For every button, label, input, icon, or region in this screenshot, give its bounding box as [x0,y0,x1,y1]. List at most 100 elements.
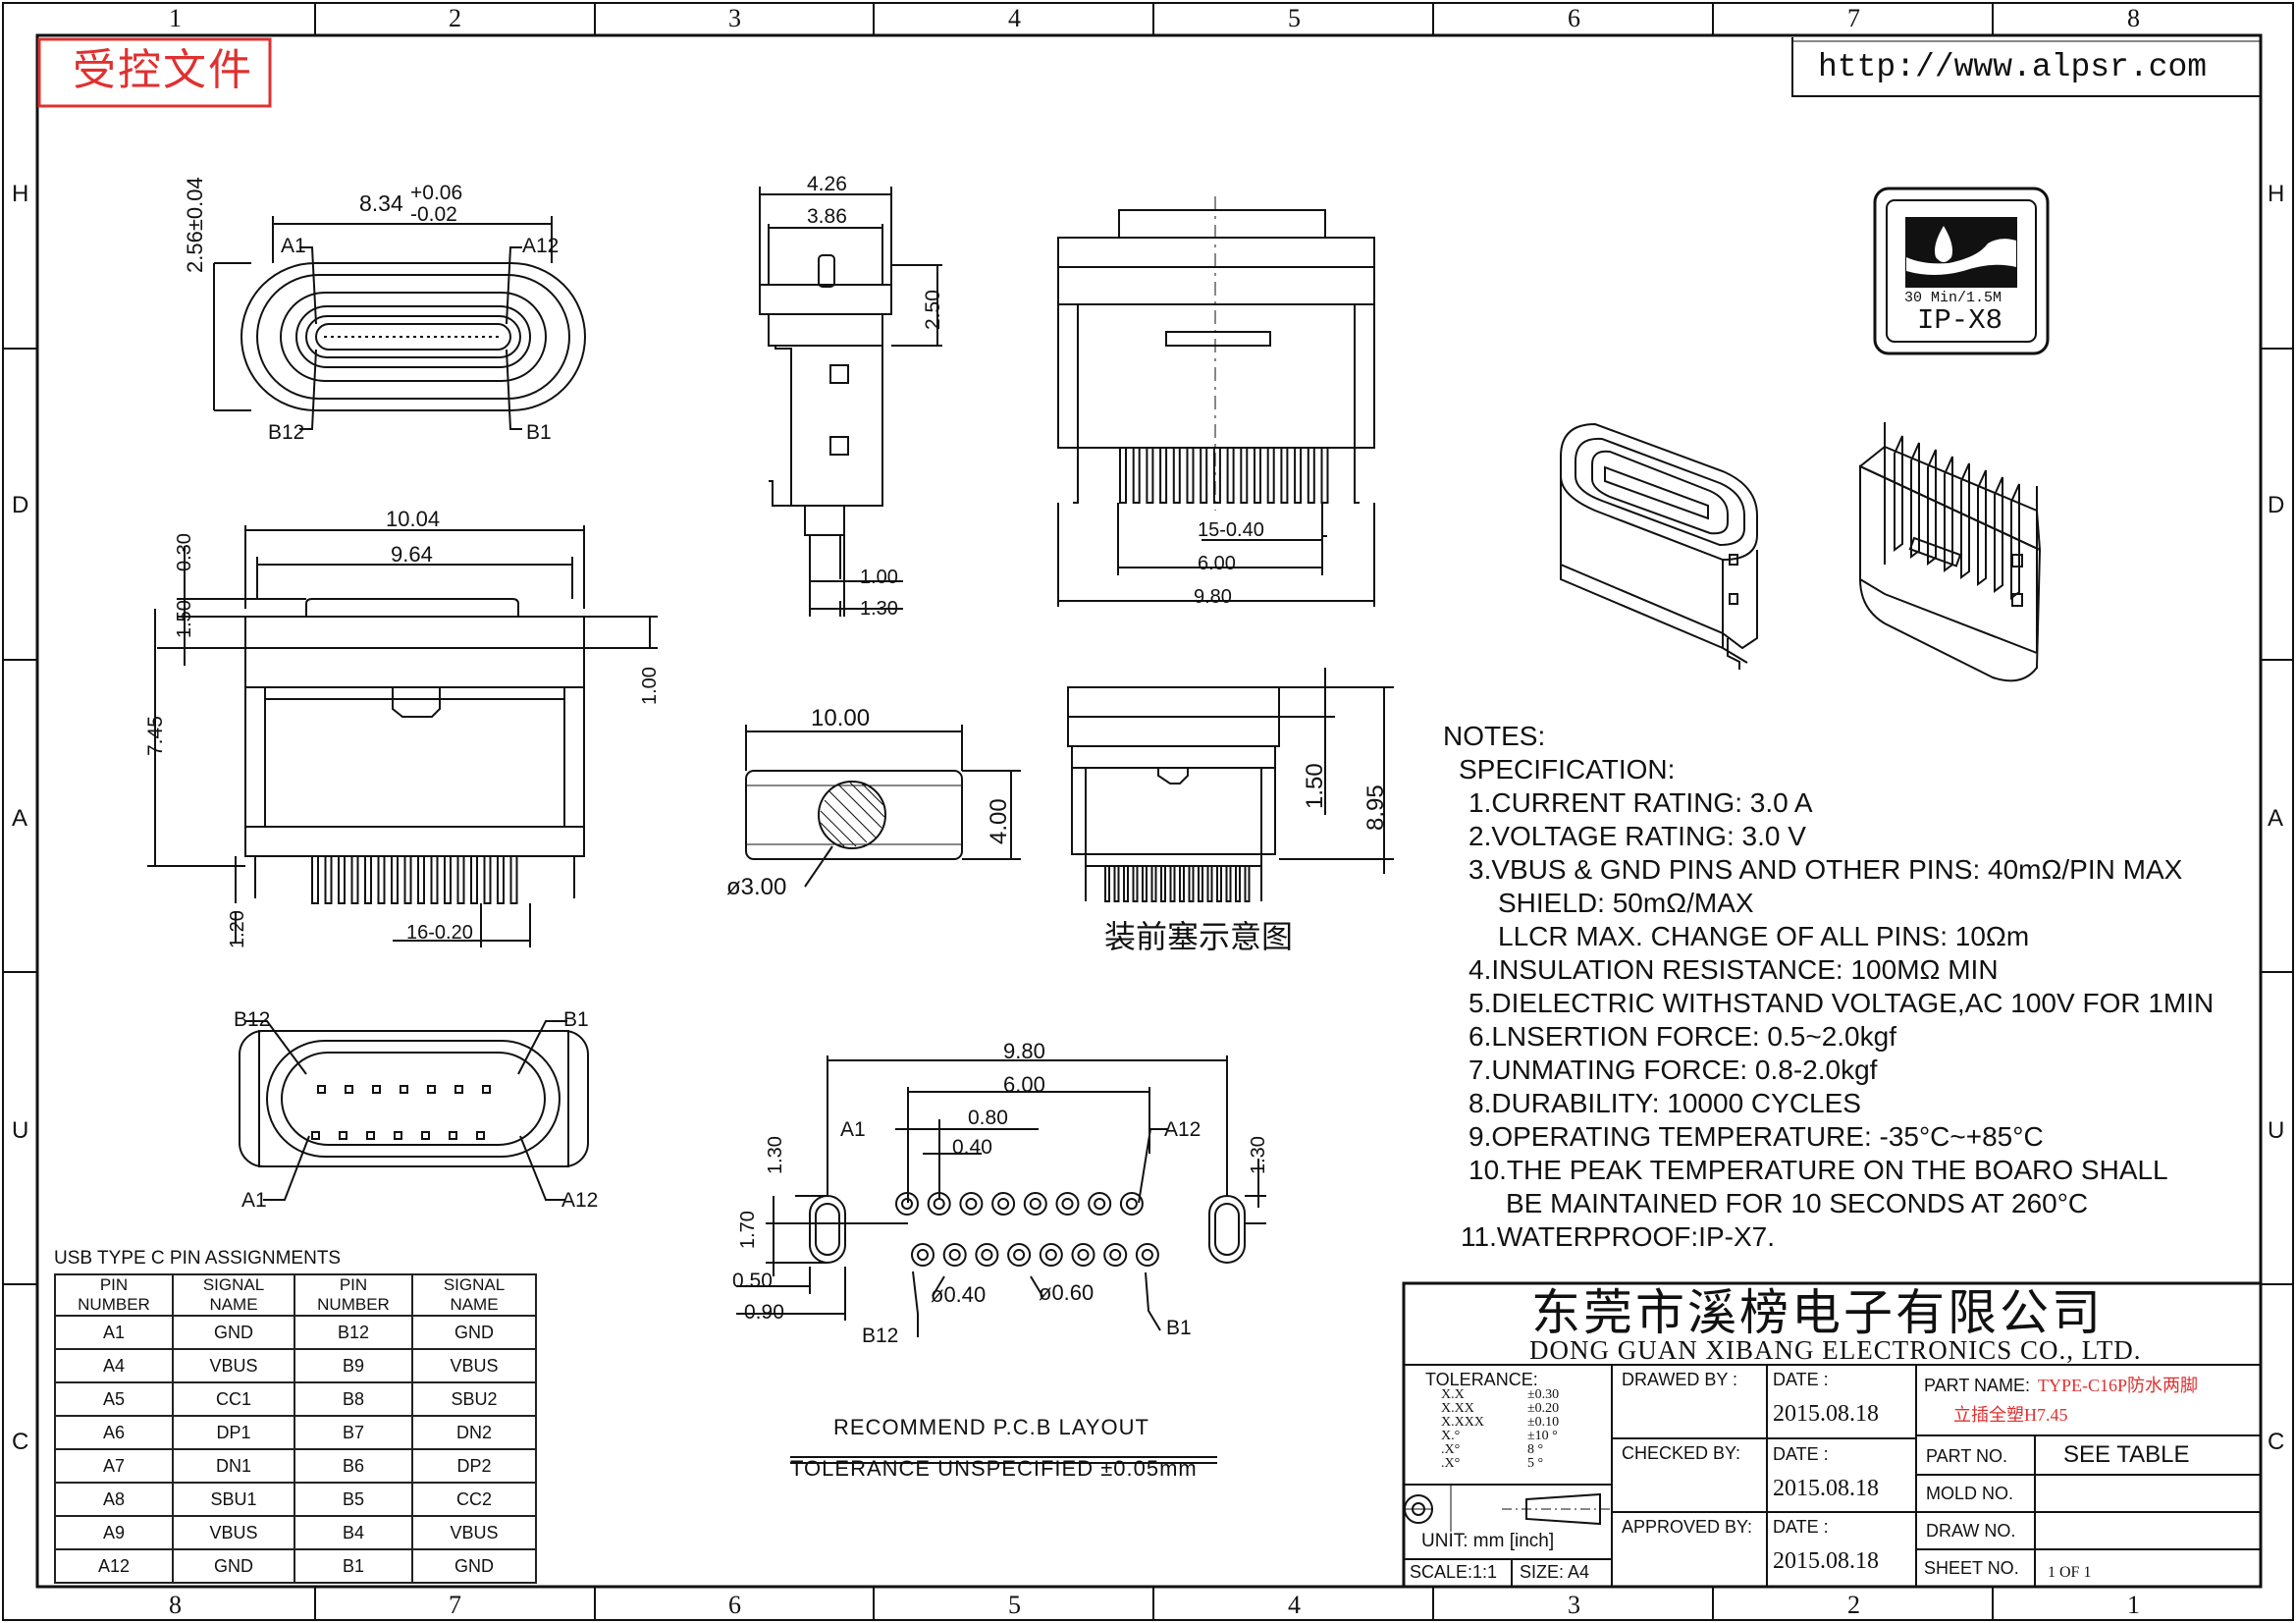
pin-label: B12 [862,1325,899,1347]
dim-label: 1.30 [765,1136,786,1174]
dim-label: 4.26 [807,173,847,195]
tolerance-key: X.° [1441,1429,1461,1443]
pin [1280,447,1289,504]
plug-view [745,725,1021,888]
dim-label: 8.34 [359,190,403,216]
pin-contact [400,1085,408,1094]
bottom-pins [311,1085,491,1140]
row-label-left: U [12,1117,29,1144]
inner-frame [35,33,2263,1589]
col-label-top: 4 [1008,4,1021,32]
table-cell: DP2 [411,1448,537,1484]
pin [430,855,439,904]
pin [1172,447,1181,504]
website-url[interactable]: http://www.alpsr.com [1818,49,2208,85]
pcb-drill [1061,1198,1074,1210]
table-cell: A5 [54,1381,174,1417]
pcb-drill [1141,1249,1153,1261]
note-line: 4.INSULATION RESISTANCE: 100MΩ MIN [1468,954,1999,985]
note-line: 2.VOLTAGE RATING: 3.0 V [1468,821,1806,851]
pin [377,855,386,904]
col-label-top: 2 [449,4,461,32]
pcb-drill [1013,1249,1026,1261]
col-label-bottom: 4 [1288,1591,1301,1619]
back-view [1057,196,1375,607]
bottom-view [239,1020,589,1201]
pin [1254,447,1261,504]
pin [1894,435,1903,552]
table-cell: A1 [54,1315,174,1350]
dim-label: ø0.60 [1039,1280,1095,1305]
table-cell: B4 [294,1515,413,1550]
notes-title: NOTES: [1443,721,1546,751]
col-label-bottom: 7 [449,1591,461,1619]
pcb-pad [1135,1243,1159,1267]
pin [324,855,333,904]
note-line: LLCR MAX. CHANGE OF ALL PINS: 10Ωm [1498,921,2030,951]
col-label-bottom: 5 [1008,1591,1021,1619]
pin-label: A12 [1164,1118,1201,1141]
tolerance-key: X.XX [1441,1401,1474,1416]
pin [470,855,478,904]
pin-label: A1 [241,1189,267,1212]
row-label-left: H [12,181,29,207]
inserted-view [1067,668,1394,902]
pin [1244,865,1251,902]
pin-label: B1 [1166,1317,1192,1339]
pcb-layout [736,1055,1266,1464]
pcb-pad [975,1243,999,1267]
tolerance-value: ±0.30 [1527,1387,1560,1402]
pin-contact [449,1131,457,1140]
mold-no-label: MOLD NO. [1926,1484,2014,1503]
pcb-drill [1077,1249,1090,1261]
pin [1179,865,1185,902]
table-cell: A6 [54,1415,174,1450]
pin [1159,447,1168,504]
pcb-pads [895,1192,1159,1267]
dim-label: 7.45 [144,716,167,756]
table-cell: DP1 [172,1415,295,1450]
note-line: 5.DIELECTRIC WITHSTAND VOLTAGE,AC 100V F… [1468,988,2215,1018]
pcb-drill [981,1249,993,1261]
col-label-top: 3 [728,4,741,32]
pcb-pad [1103,1243,1128,1267]
tolerance-key: X.XXX [1441,1415,1484,1430]
table-cell: SBU2 [411,1381,537,1417]
row-label-right: A [2268,805,2284,832]
pin [1927,449,1937,566]
checked-by-label: CHECKED BY: [1622,1443,1741,1463]
row-label-left: D [12,492,29,518]
pin [444,855,452,904]
company-name-en: DONG GUAN XIBANG ELECTRONICS CO., LTD. [1529,1335,2142,1365]
ip-badge-depth: 30 Min/1.5M [1904,290,2002,306]
part-name-value-line2: 立插全塑H7.45 [1953,1405,2068,1425]
pin [1146,447,1154,504]
dim-label: 1.70 [737,1211,759,1249]
pin [1944,456,1953,572]
pin [483,855,492,904]
pin-label: A12 [561,1189,599,1212]
date-label: DATE : [1773,1444,1829,1464]
table-cell: VBUS [411,1348,537,1383]
tolerance-key: .X° [1441,1442,1461,1457]
pin-contact [476,1131,485,1140]
table-header-row: PIN NUMBER SIGNAL NAME PIN NUMBER SIGNAL… [54,1273,537,1317]
dim-label: 2.56±0.04 [183,177,207,273]
dim-label: ø0.40 [931,1282,987,1307]
dim-label: 0.40 [952,1136,992,1159]
col-label-bottom: 3 [1568,1591,1580,1619]
pin [1960,462,1970,579]
part-no-value: SEE TABLE [2063,1441,2190,1468]
notes-spec: SPECIFICATION: [1459,754,1676,784]
table-cell: B6 [294,1448,413,1484]
zone-ticks [3,3,2293,1620]
note-line: 9.OPERATING TEMPERATURE: -35°C~+85°C [1468,1121,2044,1152]
pcb-pad [1039,1243,1063,1267]
drawn-by-label: DRAWED BY : [1622,1370,1738,1389]
iso-view-left [1560,422,1758,670]
pin [1200,447,1208,504]
